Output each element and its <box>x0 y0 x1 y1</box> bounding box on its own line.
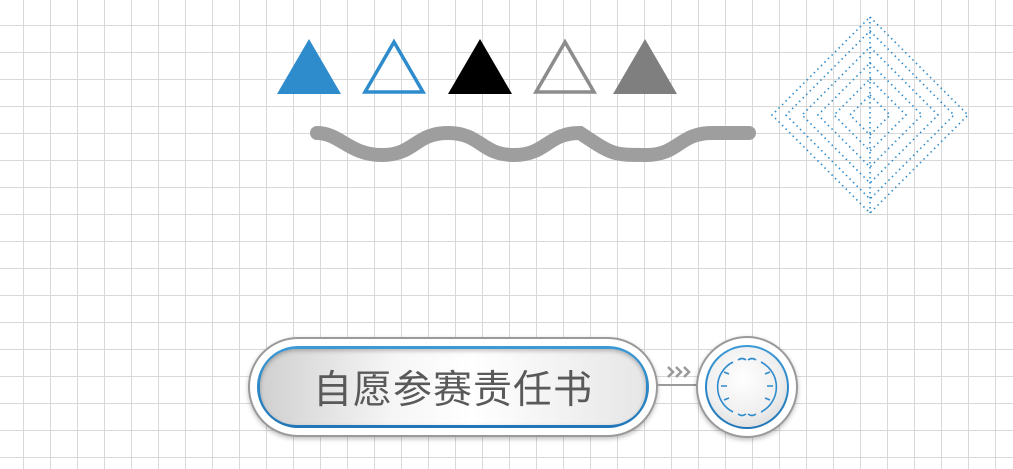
emblem-badge-inner <box>707 347 787 427</box>
triangle-filled-blue-icon <box>277 39 341 94</box>
title-banner: 自愿参赛责任书 <box>248 337 658 437</box>
wave-decoration <box>310 125 756 163</box>
triangle-outline-blue-icon <box>361 38 427 94</box>
triangle-filled-black-icon <box>448 39 512 94</box>
triple-chevron-right-icon <box>667 366 691 378</box>
title-banner-inner: 自愿参赛责任书 <box>260 349 646 425</box>
triangle-row <box>277 38 677 94</box>
triangle-filled-gray-icon <box>613 39 677 94</box>
connector-line <box>656 384 698 386</box>
page-title: 自愿参赛责任书 <box>312 368 593 413</box>
emblem-badge <box>696 336 798 438</box>
dotted-diamond-decoration <box>770 15 970 215</box>
triangle-outline-gray-icon <box>532 38 598 94</box>
laurel-wreath-icon <box>716 357 778 417</box>
